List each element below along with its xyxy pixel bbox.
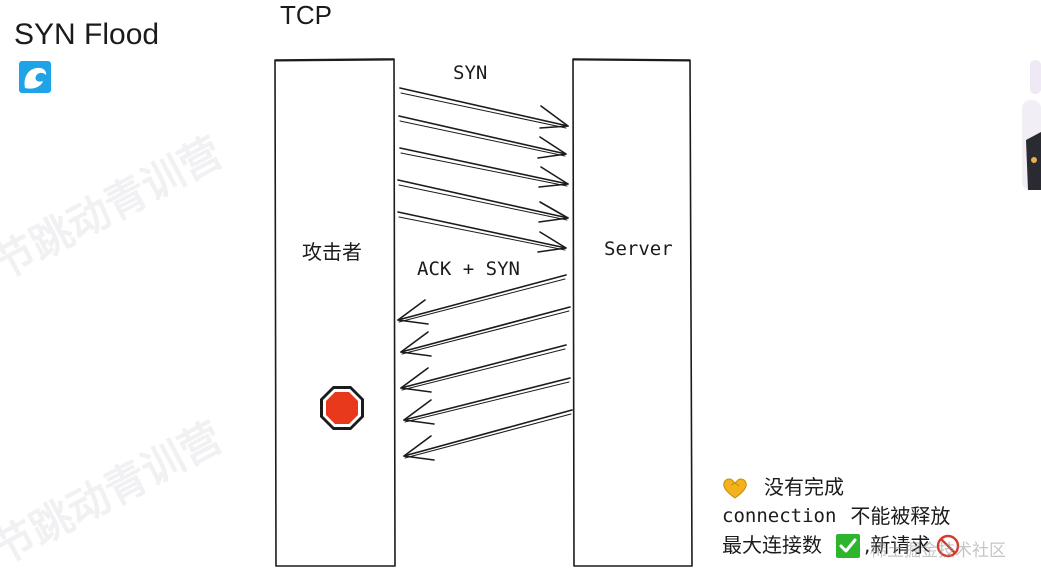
ack-syn-arrow (403, 409, 573, 461)
syn-arrow (399, 87, 569, 129)
note-line-1: 没有完成 (722, 473, 960, 502)
heart-icon (723, 478, 747, 499)
note-not-released: 不能被释放 (850, 504, 951, 528)
syn-arrow (399, 147, 569, 188)
note-comma: , (864, 533, 871, 557)
footer-watermark: 稀土掘金技术社区 (870, 541, 1006, 561)
check-icon (836, 533, 860, 558)
ack-syn-arrow (400, 306, 571, 357)
note-max-connections: 最大连接数 (722, 533, 822, 557)
ack-syn-arrow (400, 344, 567, 393)
syn-arrow (397, 211, 567, 253)
syn-label: SYN (453, 62, 488, 84)
no-entry-icon (937, 534, 960, 557)
page-title: SYN Flood (14, 18, 160, 51)
ack-syn-arrow (403, 377, 571, 425)
notes: 没有完成 connection 不能被释放 最大连接数 , 新请求 (722, 473, 960, 560)
note-connection: connection (722, 505, 837, 527)
note-incomplete: 没有完成 (764, 475, 844, 499)
wave-icon (19, 61, 51, 93)
sticker-decoration (1022, 60, 1041, 190)
server-box (572, 58, 693, 567)
syn-arrow (397, 179, 569, 223)
note-line-2: connection 不能被释放 (722, 502, 960, 531)
ack-syn-label: ACK + SYN (417, 258, 520, 280)
attacker-box (274, 58, 396, 567)
attacker-label: 攻击者 (302, 240, 362, 264)
tcp-label: TCP (280, 0, 332, 30)
ack-syn-arrow (397, 274, 567, 325)
note-line-3: 最大连接数 , 新请求 (722, 531, 960, 560)
note-new-request: 新请求 (870, 533, 931, 557)
syn-arrow (398, 115, 567, 159)
stop-icon (320, 386, 364, 430)
server-label: Server (604, 238, 673, 260)
